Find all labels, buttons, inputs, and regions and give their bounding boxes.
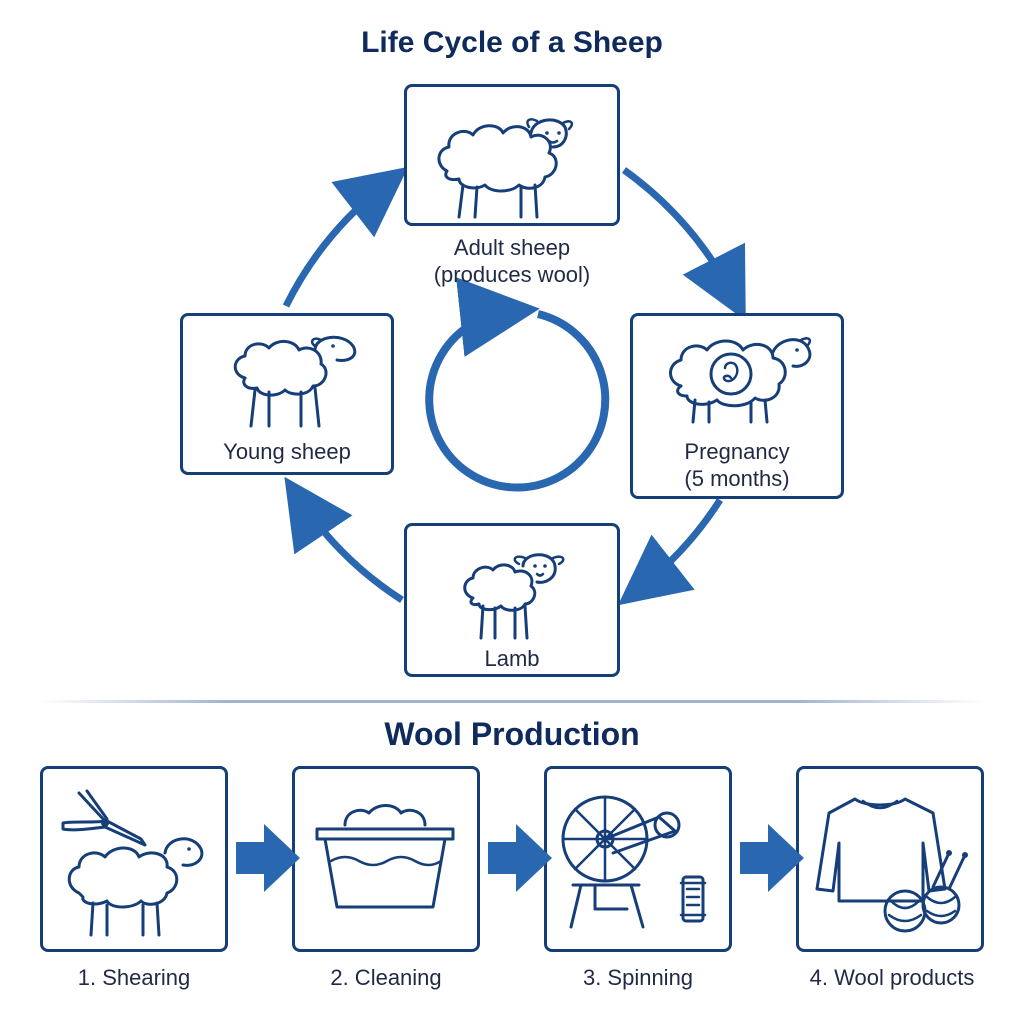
arrow-shearing-to-cleaning [236,824,300,892]
life-cycle-title: Life Cycle of a Sheep [361,26,663,59]
label-step-shearing: 1. Shearing [77,965,191,990]
shears-sheep-icon [61,789,204,937]
card-lamb [404,523,620,677]
arrow-pregnancy-to-lamb [617,498,723,606]
label-pregnancy: Pregnancy (5 months) [684,439,790,491]
wool-production-title: Wool Production [384,716,640,752]
lamb-icon [463,553,565,640]
arrow-adult-to-pregnancy [621,167,746,321]
card-step-spinning [544,766,732,952]
arrow-lamb-to-young [284,476,404,603]
label-step-wool-products: 4. Wool products [809,965,975,990]
label-adult-sheep: Adult sheep (produces wool) [433,235,591,287]
card-adult-sheep [404,84,620,226]
arrow-cleaning-to-spinning [488,824,552,892]
adult-sheep-icon [437,118,574,219]
pregnant-sheep-icon [669,337,812,424]
center-cycle-loop [425,277,610,492]
card-young-sheep [180,313,394,475]
label-lamb: Lamb [484,646,540,671]
card-step-wool-products [796,766,984,952]
arrow-young-to-adult [282,166,409,308]
sweater-yarn-icon [815,797,968,933]
young-sheep-icon [233,335,357,428]
section-divider [40,700,984,703]
label-young-sheep: Young sheep [223,439,351,464]
arrow-spinning-to-products [740,824,804,892]
card-step-cleaning [292,766,480,952]
card-pregnancy [630,313,844,499]
card-step-shearing [40,766,228,952]
label-step-cleaning: 2. Cleaning [330,965,442,990]
spinning-wheel-icon [561,795,707,929]
label-step-spinning: 3. Spinning [582,965,694,990]
wool-basin-icon [315,804,455,909]
